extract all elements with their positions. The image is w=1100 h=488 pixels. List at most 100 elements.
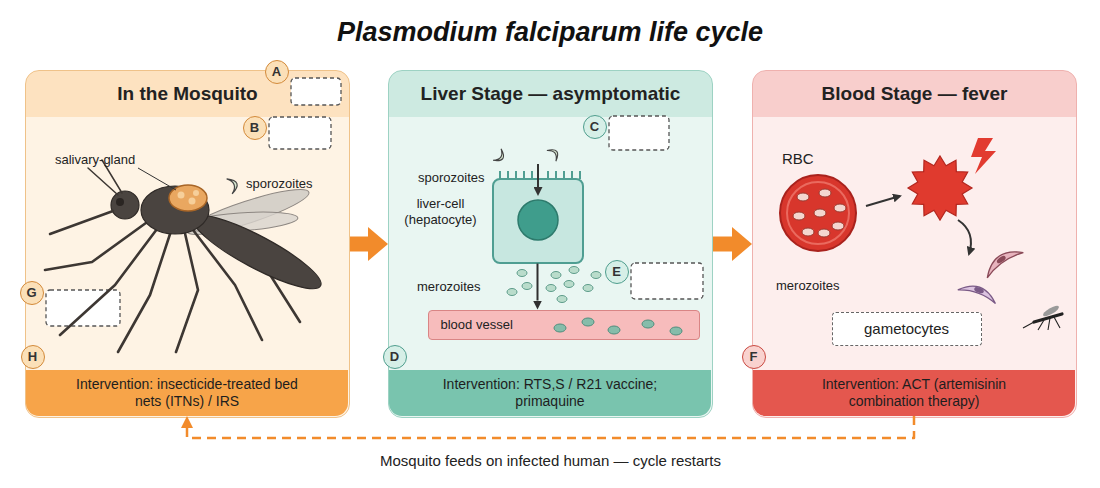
sporozoite-shape: [227, 176, 240, 194]
answer-blanks: [46, 78, 703, 326]
small-mosquito-body: [1034, 314, 1062, 322]
merozoite-dot: [670, 327, 682, 335]
gametocyte-body: [958, 281, 999, 304]
callout-circle: E: [605, 260, 629, 284]
stage-panel: Liver Stage — asymptomaticCliver-cell (h…: [388, 70, 713, 418]
liver-cell: liver-cell (hepatocyte): [492, 178, 584, 264]
stage-arrow: [713, 237, 732, 252]
callout-circle: C: [583, 115, 607, 139]
intervention-text: Intervention: insecticide-treated bed ne…: [62, 376, 312, 410]
callout-letter: B: [250, 121, 259, 134]
gametocyte-box: gametocytes: [832, 312, 982, 346]
parasite-label: sporozoites: [246, 176, 312, 191]
merozoite-dot: [583, 285, 593, 292]
answer-blank: [631, 263, 703, 299]
callout-circle: D: [383, 345, 407, 369]
intervention-band: Intervention: RTS,S / R21 vaccine; prima…: [389, 370, 711, 417]
intervention-text: Intervention: RTS,S / R21 vaccine; prima…: [425, 376, 675, 410]
gametocyte-shape: [981, 244, 1023, 278]
merozoite-dot: [569, 267, 579, 274]
parasite-dot: [819, 189, 831, 197]
callout-letter: E: [612, 265, 621, 278]
blood-illustration: [780, 138, 1062, 330]
callout-letter: G: [26, 286, 36, 299]
gland-lobe: [193, 190, 199, 196]
small-mosquito-wing: [1042, 304, 1061, 318]
blood-vessel: blood vessel: [428, 310, 700, 340]
small-mosquito-legs: [1023, 317, 1060, 330]
nucleus: [518, 200, 558, 240]
ruptured-cell: [908, 156, 972, 220]
mosquito-eye: [116, 198, 124, 206]
merozoite-dot: [557, 296, 567, 303]
callout-circle: B: [243, 116, 267, 140]
merozoite-dot: [564, 281, 574, 288]
mosquito-illustration: [45, 160, 328, 352]
sporozoite-shape: [547, 146, 561, 161]
callout-letter: F: [750, 350, 758, 363]
liver-illustration: [493, 146, 682, 335]
gametocyte-shape: [958, 281, 999, 304]
maturation-arrow: [958, 220, 971, 254]
callout-circle: G: [20, 281, 44, 305]
callout-letter: D: [390, 350, 399, 363]
mosquito-leg: [190, 226, 262, 340]
edge-label: Mosquito feeds on infected human — cycle…: [380, 452, 721, 469]
intervention-band: Intervention: insecticide-treated bed ne…: [26, 370, 348, 417]
gametocyte-core: [996, 255, 1007, 265]
mosquito-leg: [118, 228, 172, 352]
panel-heading: Blood Stage — fever: [753, 71, 1076, 117]
mosquito-thorax: [141, 186, 209, 234]
stage-panel: In the MosquitoABGIntervention: insectic…: [25, 70, 350, 418]
parasite-cluster: [793, 189, 846, 237]
answer-blank: [269, 117, 331, 149]
parasite-dot: [797, 193, 809, 201]
merozoite-dot: [554, 324, 566, 332]
vessel-label: blood vessel: [441, 317, 513, 332]
mosquito-leg: [60, 225, 160, 335]
small-mosquito: [1023, 304, 1062, 330]
callout-circle: H: [21, 345, 45, 369]
callout-circle: A: [265, 60, 289, 84]
mosquito-proboscis: [50, 211, 113, 234]
diagram-title: Plasmodium falciparum life cycle: [0, 17, 1100, 48]
cell-rim: [787, 182, 849, 244]
merozoite-dot: [551, 272, 561, 279]
mosquito-leg: [196, 222, 300, 322]
callout-letter: H: [28, 350, 37, 363]
gland-lobe: [178, 192, 185, 199]
callout-circle: F: [742, 345, 766, 369]
merozoite-dot: [608, 326, 620, 334]
merozoite-dot: [522, 283, 532, 290]
part-label: salivary-gland: [55, 152, 135, 167]
sporozoite-shape: [493, 149, 507, 164]
cell-label: RBC: [782, 150, 814, 167]
mosquito-legs: [45, 220, 300, 352]
parasite-label: sporozoites: [418, 170, 484, 185]
parasite-dot: [793, 212, 805, 220]
transmission-loop: [187, 416, 914, 438]
mosquito-head: [111, 191, 139, 219]
stage-label: gametocytes: [864, 320, 949, 337]
merozoite-dot: [591, 272, 601, 279]
gametocyte-core: [973, 286, 984, 294]
stage-panel: Blood Stage — fever gametocytesInterventi…: [752, 70, 1077, 418]
mosquito-wing: [182, 209, 299, 235]
salivary-gland-shape: [169, 185, 207, 211]
answer-blank: [291, 78, 341, 105]
intervention-band: Intervention: ACT (artemisinin combinati…: [753, 370, 1075, 417]
merozoite-cluster: [507, 267, 601, 303]
merozoite-dot: [642, 320, 654, 328]
leader-line: [138, 168, 176, 190]
parasite-dot: [818, 229, 830, 237]
parasite-label: merozoites: [776, 278, 840, 293]
parasite-dot: [814, 209, 826, 217]
cell-label: liver-cell (hepatocyte): [398, 196, 484, 228]
microvilli: [500, 171, 580, 179]
panel-heading: Liver Stage — asymptomatic: [389, 71, 712, 117]
intervention-text: Intervention: ACT (artemisinin combinati…: [789, 376, 1039, 410]
gametocyte-body: [981, 244, 1023, 278]
